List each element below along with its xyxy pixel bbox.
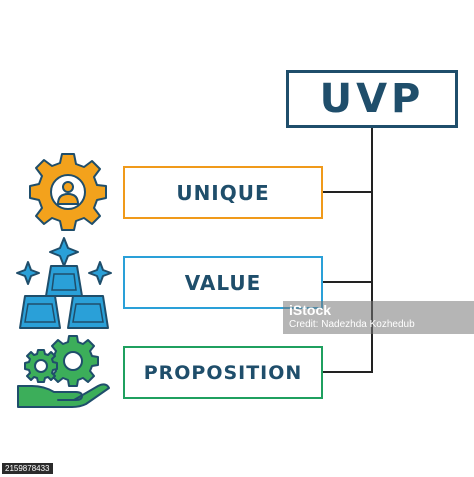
stock-id-label: 2159878433 <box>2 463 53 474</box>
hand-with-gears-icon <box>17 335 110 408</box>
gold-bars-with-sparkles-icon <box>16 237 112 329</box>
istock-watermark: iStock Credit: Nadezhda Kozhedub <box>283 301 474 334</box>
proposition-label-box: PROPOSITION <box>123 346 323 399</box>
unique-label-box: UNIQUE <box>123 166 323 219</box>
watermark-brand: iStock <box>289 302 332 318</box>
uvp-title-box: UVP <box>286 70 458 128</box>
watermark-credit: Credit: Nadezhda Kozhedub <box>289 319 415 330</box>
gear-with-person-icon <box>29 153 107 231</box>
value-label-box: VALUE <box>123 256 323 309</box>
